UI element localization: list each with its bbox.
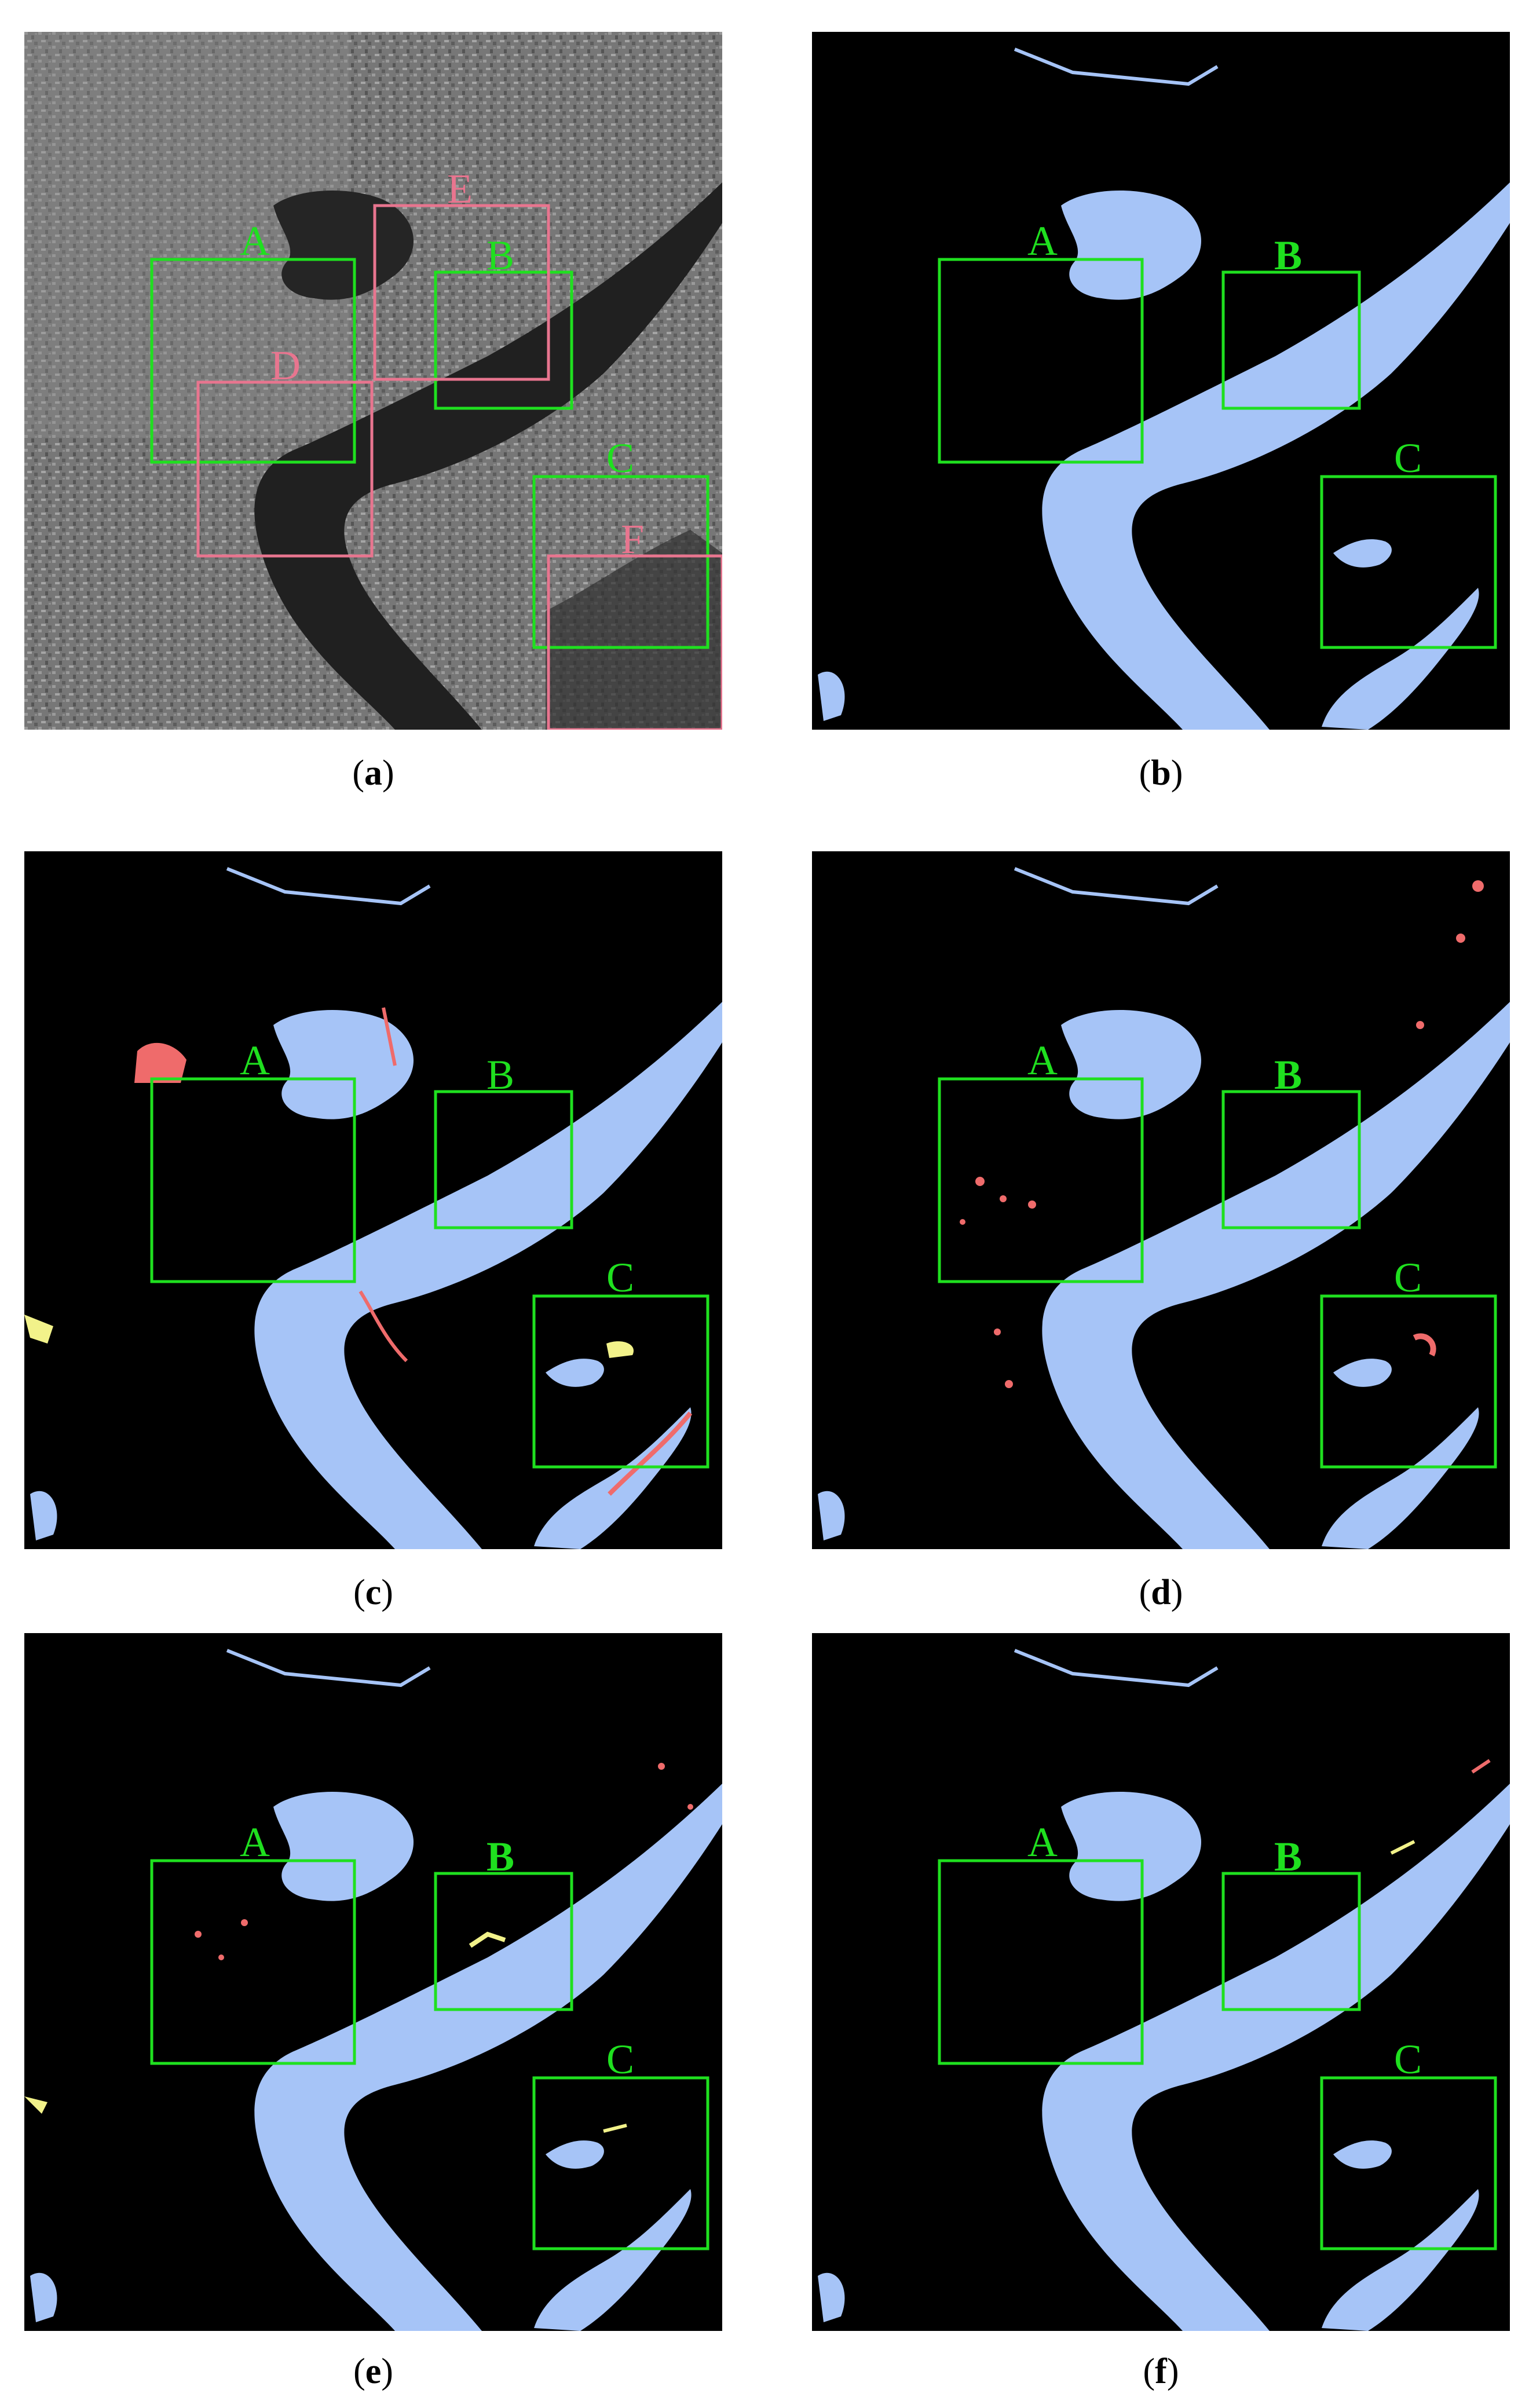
roi-label-b: B — [486, 1052, 514, 1098]
roi-label-c: C — [606, 2036, 634, 2082]
caption-b: (b) — [1139, 753, 1183, 793]
roi-label-b: B — [1274, 1833, 1302, 1880]
roi-label-c: C — [1394, 1254, 1422, 1301]
panel-e: A B C — [24, 1633, 722, 2331]
roi-label-b: B — [1274, 232, 1302, 279]
roi-label-c: C — [1394, 435, 1422, 481]
sar-image: A B C D E F — [24, 32, 722, 730]
roi-label-b: B — [486, 1833, 514, 1880]
roi-label-f: F — [621, 516, 644, 562]
roi-label-b: B — [1274, 1052, 1302, 1098]
caption-a: (a) — [352, 753, 394, 793]
roi-label-a: A — [240, 1819, 270, 1865]
caption-d: (d) — [1139, 1573, 1183, 1612]
ground-truth-map: A B C — [812, 32, 1510, 730]
roi-label-a: A — [1027, 1819, 1058, 1865]
caption-f: (f) — [1143, 2352, 1179, 2391]
roi-label-c: C — [606, 435, 634, 481]
result-map-e: A B C — [24, 1633, 722, 2331]
roi-label-d: D — [270, 342, 301, 389]
roi-label-a: A — [240, 1037, 270, 1084]
result-map-d: A B C — [812, 851, 1510, 1549]
result-map-c: A B C — [24, 851, 722, 1549]
roi-label-a: A — [1027, 1037, 1058, 1084]
caption-e: (e) — [353, 2352, 393, 2391]
caption-c: (c) — [353, 1573, 393, 1612]
panel-f: A B C — [812, 1633, 1510, 2331]
roi-label-c: C — [606, 1254, 634, 1301]
panel-c: A B C — [24, 851, 722, 1549]
result-map-f: A B C — [812, 1633, 1510, 2331]
panel-d: A B C — [812, 851, 1510, 1549]
roi-label-b: B — [486, 232, 514, 279]
roi-label-a: A — [1027, 218, 1058, 264]
roi-label-e: E — [447, 166, 473, 212]
roi-label-c: C — [1394, 2036, 1422, 2082]
roi-label-a: A — [240, 218, 270, 264]
panel-a: A B C D E F — [24, 32, 722, 730]
panel-b: A B C — [812, 32, 1510, 730]
